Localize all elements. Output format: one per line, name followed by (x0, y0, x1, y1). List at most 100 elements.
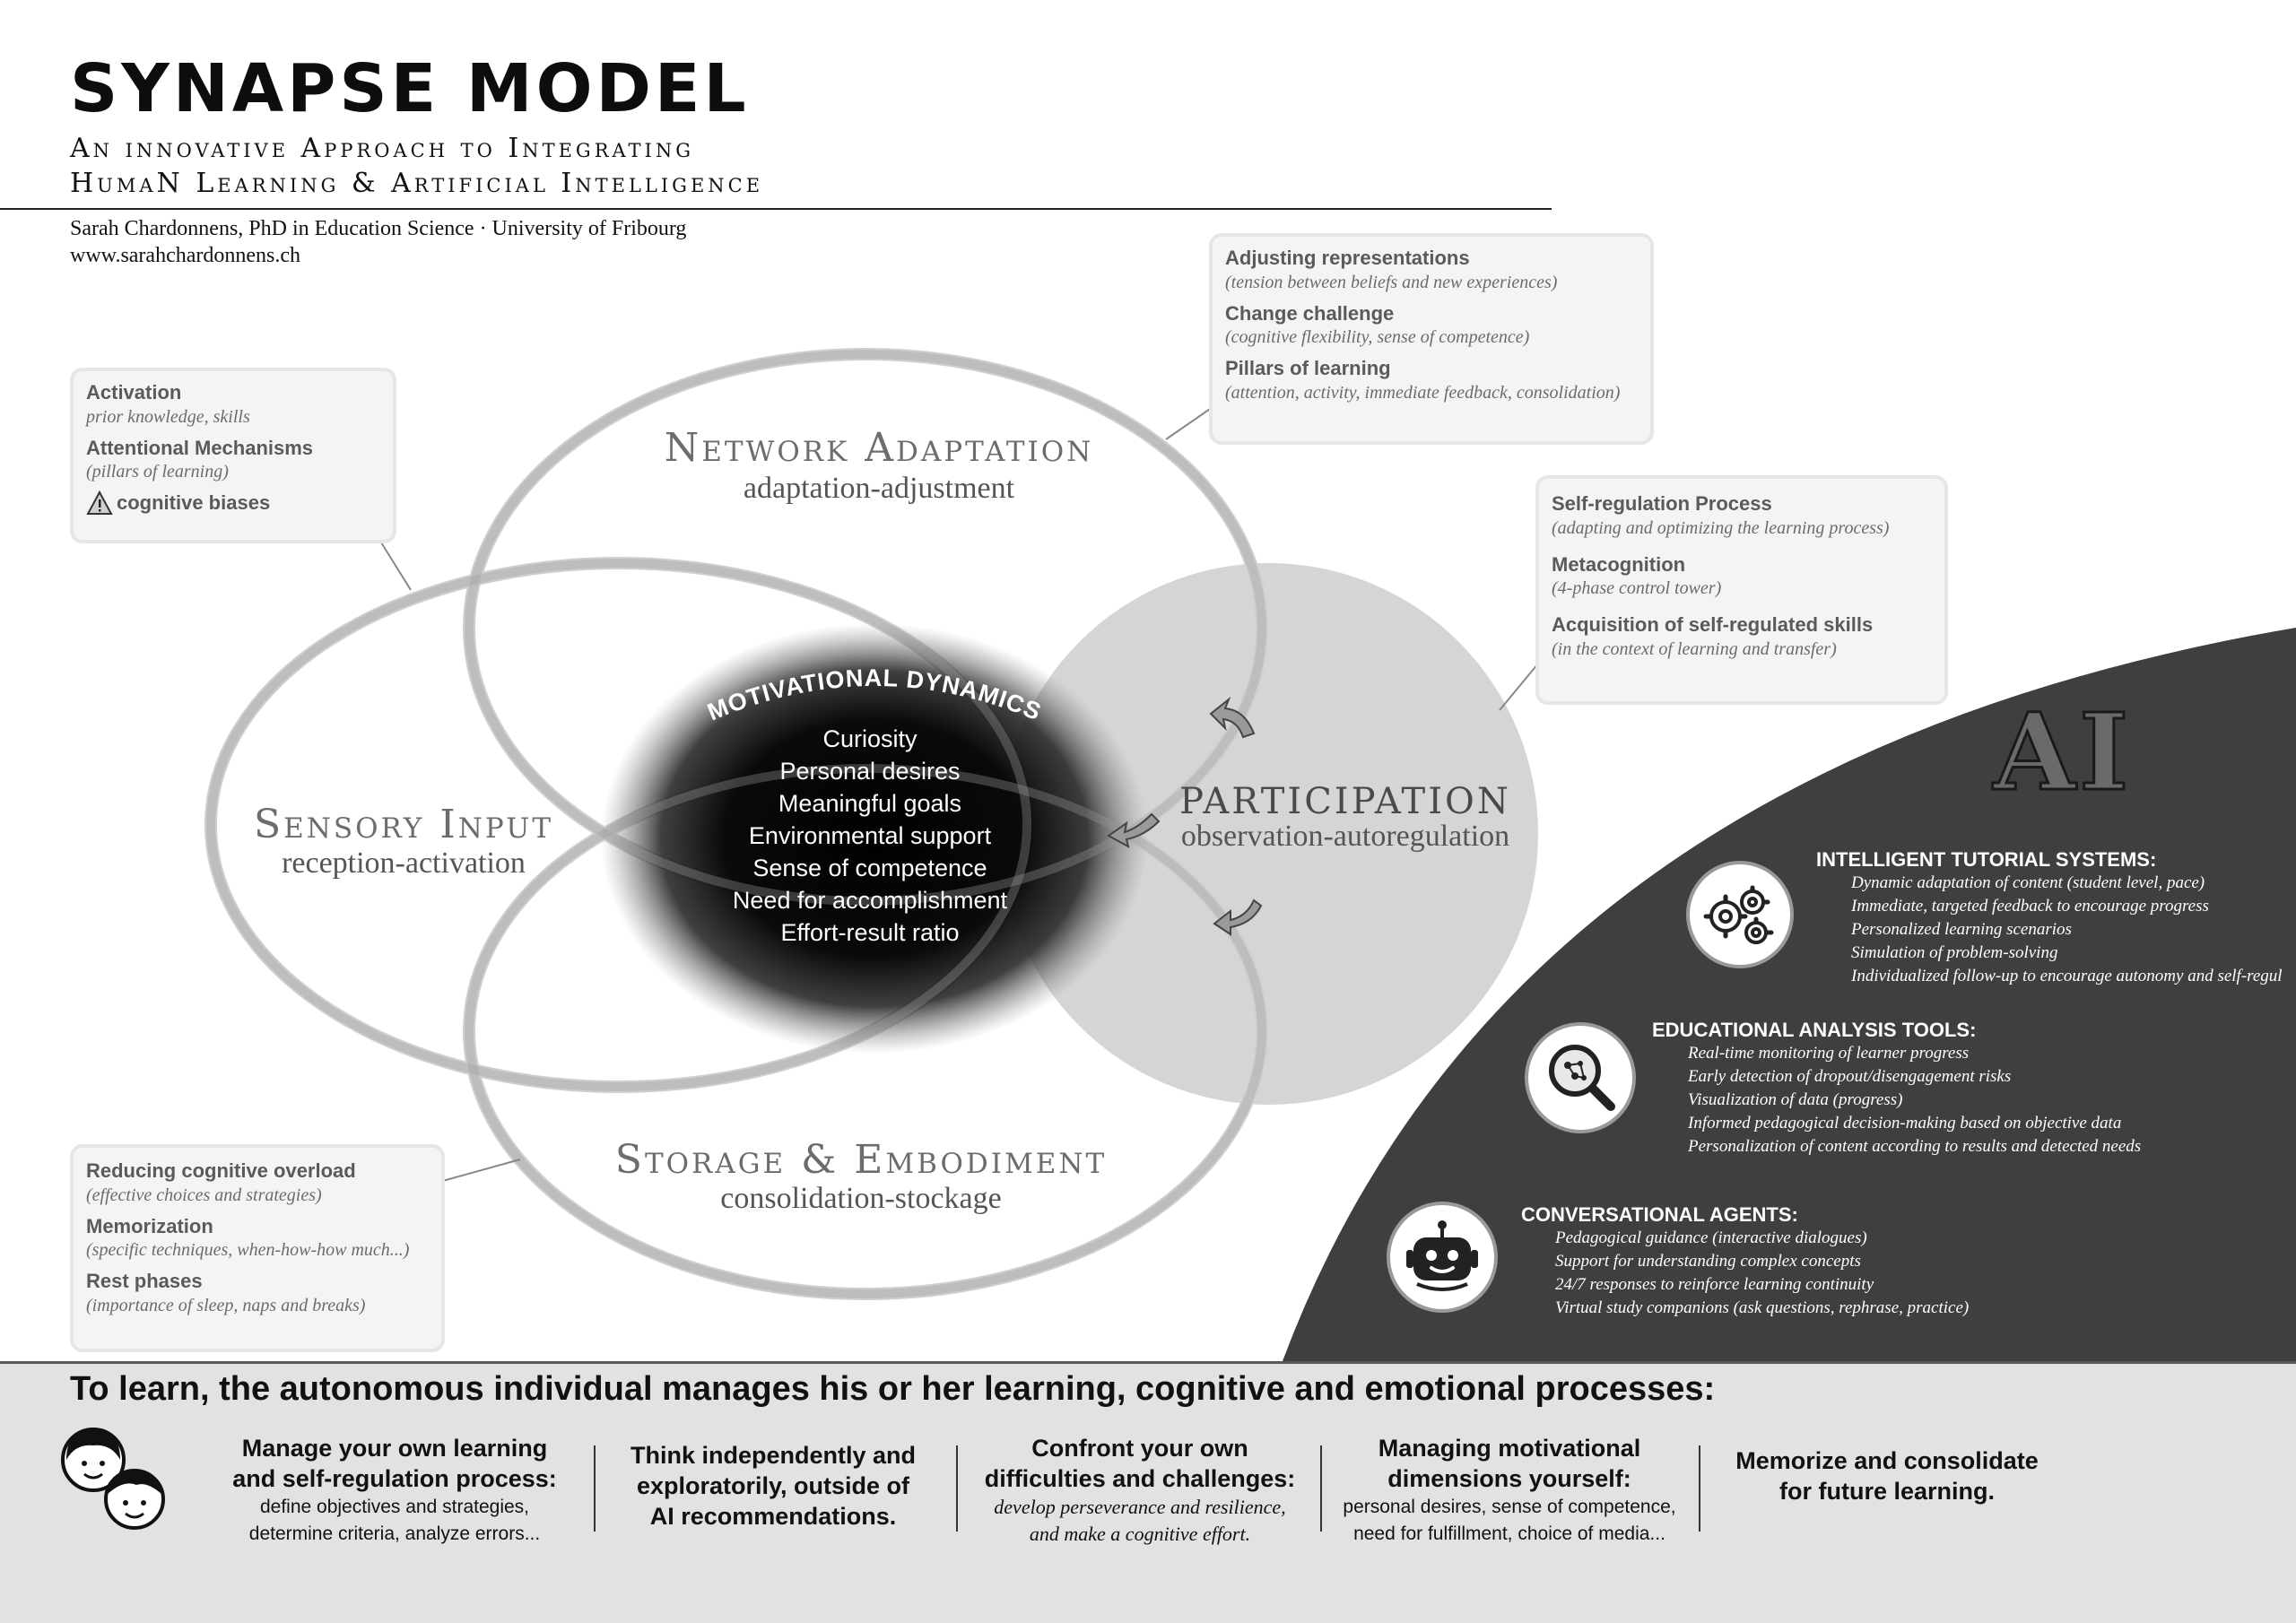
ai-section-list: Real-time monitoring of learner progress… (1688, 1042, 2141, 1159)
ai-list-item: 24/7 responses to reinforce learning con… (1555, 1275, 1874, 1294)
website-link[interactable]: www.sarahchardonnens.ch (70, 244, 301, 267)
connector-selfreg (1499, 663, 1539, 711)
motivation-item: Meaningful goals (778, 790, 962, 817)
ai-list-item: Real-time monitoring of learner progress (1688, 1044, 1970, 1063)
column-heading: dimensions yourself: (1387, 1465, 1631, 1492)
participation-subtitle: observation-autoregulation (1180, 820, 1510, 853)
ai-list-item: Virtual study companions (ask questions,… (1555, 1298, 1970, 1317)
column-heading: Memorize and consolidate (1735, 1447, 2039, 1474)
ai-list-item: Personalized learning scenarios (1851, 920, 2072, 939)
callout-label: Activation (86, 381, 182, 404)
bottom-band (0, 1361, 2296, 1623)
callout-desc: (importance of sleep, naps and breaks) (86, 1295, 366, 1315)
connector-storage (439, 1159, 521, 1183)
callout-network: Adjusting representations (tension betwe… (1209, 233, 1654, 445)
ai-section-list: Dynamic adaptation of content (student l… (1851, 872, 2283, 988)
arrow-icon-middle (1107, 812, 1161, 848)
motivation-item: Sense of competence (752, 855, 987, 881)
column-divider (1699, 1445, 1700, 1532)
participation-circle (1000, 563, 1538, 1105)
column-heading: Managing motivational (1378, 1435, 1641, 1462)
callout-desc: (specific techniques, when-how-how much.… (86, 1240, 410, 1260)
magnifier-icon (1525, 1022, 1636, 1133)
ai-list-item: Early detection of dropout/disengagement… (1688, 1067, 2012, 1086)
storage-title: Storage & Embodiment (614, 1137, 1108, 1183)
callout-activation: Activation prior knowledge, skills Atten… (70, 368, 396, 543)
callout-label: Change challenge (1225, 301, 1395, 325)
column-heading: Confront your own (1031, 1435, 1248, 1462)
arrow-icon-bottom (1213, 898, 1263, 936)
bottom-column: Managing motivational dimensions yoursel… (1329, 1433, 1690, 1548)
warning-icon (86, 490, 113, 515)
ai-list-item: Dynamic adaptation of content (student l… (1851, 873, 2205, 892)
column-desc: personal desires, sense of competence, (1343, 1497, 1676, 1517)
ai-list-item: Simulation of problem-solving (1851, 943, 2058, 962)
column-divider (1320, 1445, 1322, 1532)
motivation-item: Curiosity (822, 725, 918, 752)
callout-selfreg: Self-regulation Process (adapting and op… (1535, 475, 1948, 705)
column-heading: Think independently and (630, 1442, 916, 1469)
sensory-subtitle: reception-activation (282, 846, 526, 880)
callout-desc: (in the context of learning and transfer… (1552, 638, 1837, 659)
robot-icon (1387, 1202, 1498, 1313)
network-title: Network Adaptation (664, 425, 1094, 471)
callout-desc: (cognitive flexibility, sense of compete… (1225, 327, 1530, 347)
ai-panel (1283, 628, 2296, 1361)
callout-desc: (effective choices and strategies) (86, 1185, 322, 1205)
callout-desc: (pillars of learning) (86, 462, 229, 482)
subtitle-line-1: An innovative Approach to Integrating (70, 133, 694, 164)
sensory-title: Sensory Input (253, 802, 553, 847)
participation-title: PARTICIPATION (1179, 781, 1511, 822)
callout-desc: (4-phase control tower) (1552, 578, 1722, 598)
column-heading: AI recommendations. (649, 1503, 897, 1530)
column-desc: define objectives and strategies, (259, 1497, 530, 1517)
motivation-item: Need for accomplishment (732, 887, 1008, 914)
column-heading: Manage your own learning (241, 1435, 548, 1462)
warning-label: cognitive biases (117, 491, 271, 515)
warning-row: cognitive biases (86, 490, 380, 516)
ai-list-item: Individualized follow-up to encourage au… (1851, 967, 2283, 985)
column-heading: and self-regulation process: (232, 1465, 557, 1492)
storage-subtitle: consolidation-stockage (720, 1182, 1002, 1215)
callout-desc: (adapting and optimizing the learning pr… (1552, 517, 1890, 538)
gears-icon (1686, 861, 1794, 968)
author-line: Sarah Chardonnens, PhD in Education Scie… (70, 217, 687, 240)
bottom-title: To learn, the autonomous individual mana… (70, 1370, 1716, 1408)
ai-list-item: Pedagogical guidance (interactive dialog… (1555, 1228, 1867, 1247)
motivation-list: Curiosity Personal desires Meaningful go… (695, 723, 1045, 949)
column-desc: need for fulfillment, choice of media... (1353, 1523, 1665, 1544)
callout-storage: Reducing cognitive overload (effective c… (70, 1144, 445, 1352)
ai-section-heading: CONVERSATIONAL AGENTS: (1521, 1203, 1798, 1226)
bottom-column: Confront your own difficulties and chall… (965, 1433, 1315, 1548)
callout-label: Reducing cognitive overload (86, 1159, 356, 1182)
callout-desc: (tension between beliefs and new experie… (1225, 272, 1558, 292)
callout-label: Memorization (86, 1214, 213, 1237)
ai-section-heading: INTELLIGENT TUTORIAL SYSTEMS: (1816, 848, 2157, 871)
subtitle-line-2: HumaN Learning & Artificial Intelligence (70, 168, 764, 199)
callout-desc: (attention, activity, immediate feedback… (1225, 382, 1621, 403)
motivation-item: Personal desires (779, 758, 961, 785)
ai-section-heading: EDUCATIONAL ANALYSIS TOOLS: (1652, 1019, 1977, 1041)
ai-list-item: Informed pedagogical decision-making bas… (1688, 1114, 2122, 1133)
bottom-column: Manage your own learning and self-regula… (206, 1433, 583, 1548)
column-heading: for future learning. (1779, 1478, 1995, 1505)
ai-section-list: Pedagogical guidance (interactive dialog… (1555, 1227, 1969, 1320)
column-heading: exploratorily, outside of (636, 1472, 910, 1499)
connector-activation (380, 542, 412, 591)
bottom-column: Think independently and exploratorily, o… (603, 1440, 944, 1532)
column-divider (594, 1445, 596, 1532)
motivation-item: Effort-result ratio (780, 919, 960, 946)
column-desc: and make a cognitive effort. (1029, 1523, 1251, 1545)
arrow-icon-top (1209, 696, 1256, 739)
learners-icon (61, 1428, 165, 1530)
ai-list-item: Visualization of data (progress) (1688, 1090, 1903, 1109)
ai-list-item: Personalization of content according to … (1688, 1137, 2142, 1156)
callout-label: Attentional Mechanisms (86, 436, 314, 459)
callout-desc: prior knowledge, skills (86, 406, 250, 427)
ai-list-item: Support for understanding complex concep… (1555, 1252, 1861, 1271)
callout-label: Self-regulation Process (1552, 492, 1772, 515)
column-desc: determine criteria, analyze errors... (248, 1523, 541, 1544)
callout-label: Rest phases (86, 1270, 203, 1292)
column-desc: develop perseverance and resilience, (994, 1496, 1286, 1518)
